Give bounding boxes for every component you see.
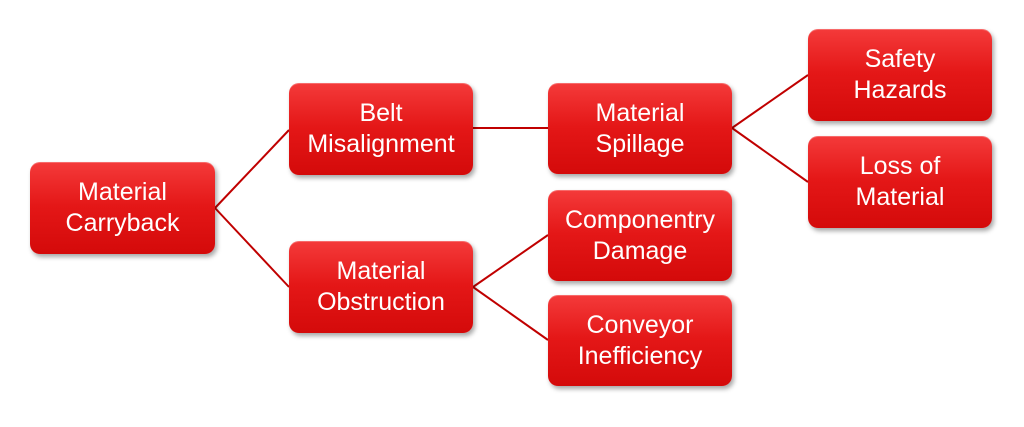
node-componentry-damage: Componentry Damage	[548, 190, 732, 281]
edge-material-obstruction-conveyor-inefficiency	[472, 286, 549, 341]
node-safety-hazards: Safety Hazards	[808, 29, 992, 121]
node-material-spillage: Material Spillage	[548, 83, 732, 174]
node-conveyor-inefficiency: Conveyor Inefficiency	[548, 295, 732, 386]
node-material-obstruction: Material Obstruction	[289, 241, 473, 333]
node-material-carryback: Material Carryback	[30, 162, 215, 254]
edge-material-obstruction-componentry-damage	[472, 234, 549, 288]
node-belt-misalignment: Belt Misalignment	[289, 83, 473, 175]
edge-material-spillage-loss-of-material	[731, 127, 809, 183]
edge-root-belt-misalignment	[214, 129, 290, 209]
node-loss-of-material: Loss of Material	[808, 136, 992, 228]
edge-material-spillage-safety-hazards	[731, 74, 809, 129]
edge-root-material-obstruction	[214, 207, 290, 288]
